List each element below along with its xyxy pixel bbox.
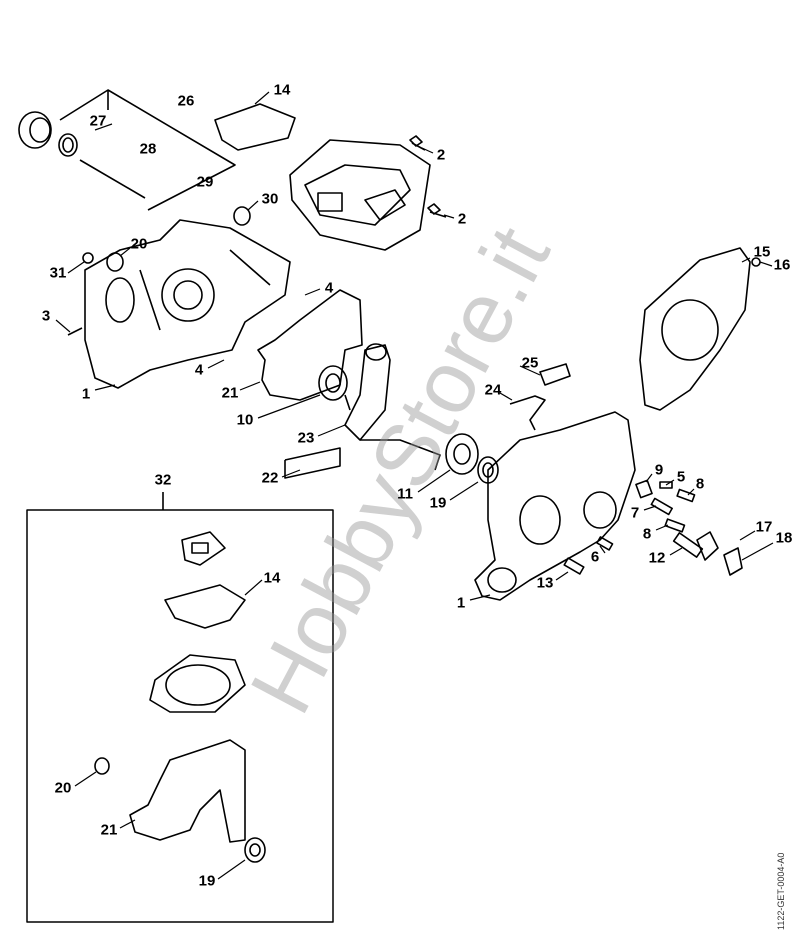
callout-27: 27 [89,112,107,130]
callout-9: 9 [654,461,664,479]
callout-32: 32 [154,471,172,489]
callout-2: 2 [436,146,446,164]
callout-31: 31 [49,264,67,282]
callout-21: 21 [100,821,118,839]
callout-6: 6 [590,548,600,566]
callout-3: 3 [41,307,51,325]
callout-18: 18 [775,529,793,547]
callout-14: 14 [273,81,291,99]
cover-15 [639,247,751,411]
muffler-part [289,139,431,251]
gasket-21 [257,289,363,401]
crankshaft-part [344,343,441,471]
callout-12: 12 [648,549,666,567]
bearing-11 [445,433,479,475]
callout-30: 30 [261,190,279,208]
callout-25: 25 [521,354,539,372]
callout-8: 8 [695,475,705,493]
leader-lines [55,91,774,880]
sprocket-part [18,111,78,157]
kit-box [26,509,334,923]
kit-gasket-21 [129,739,246,843]
callout-24: 24 [484,381,502,399]
crankcase-left [84,219,291,389]
callout-10: 10 [236,411,254,429]
bracket-26 [59,89,236,211]
callout-19: 19 [198,872,216,890]
callout-13: 13 [536,574,554,592]
crankcase-right [474,411,636,601]
callout-7: 7 [630,504,640,522]
callout-11: 11 [397,485,413,503]
callout-23: 23 [297,429,315,447]
callout-20: 20 [130,235,148,253]
callout-1: 1 [81,385,91,403]
callout-2: 2 [457,210,467,228]
callout-28: 28 [139,140,157,158]
callout-21: 21 [221,384,239,402]
callout-4: 4 [324,279,334,297]
callout-1: 1 [456,594,466,612]
callout-15: 15 [753,243,771,261]
callout-20: 20 [54,779,72,797]
drawing-code: 1122-GET-0004-A0 [776,852,786,930]
callout-19: 19 [429,494,447,512]
callout-8: 8 [642,525,652,543]
callout-14: 14 [263,569,281,587]
callout-22: 22 [261,469,279,487]
callout-29: 29 [196,173,214,191]
callout-5: 5 [676,468,686,486]
callout-26: 26 [177,92,195,110]
kit-gasket [149,654,246,713]
deflector-14 [214,103,296,151]
callout-17: 17 [755,518,773,536]
bearing-10 [318,365,348,401]
callout-16: 16 [773,256,791,274]
callout-4: 4 [194,361,204,379]
